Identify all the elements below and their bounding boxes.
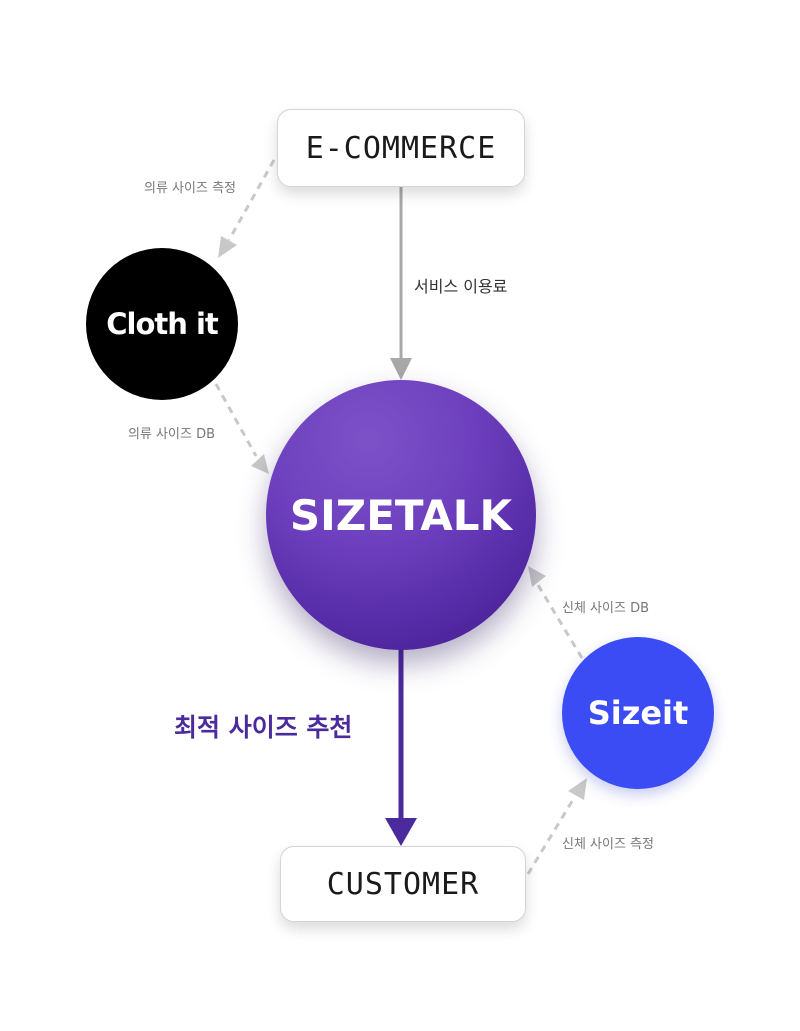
clothit-logo-text: Cloth it bbox=[106, 307, 219, 341]
sizetalk-label: SIZETALK bbox=[289, 490, 513, 540]
cloth-measure-arrow bbox=[218, 159, 276, 258]
ecommerce-node: E-COMMERCE bbox=[277, 109, 525, 187]
body-measure-arrow bbox=[526, 778, 587, 875]
ecommerce-label: E-COMMERCE bbox=[305, 130, 497, 166]
customer-label: CUSTOMER bbox=[326, 866, 480, 902]
cloth-db-arrow bbox=[214, 383, 269, 474]
sizeit-node: Sizeit bbox=[562, 637, 714, 789]
recommendation-label: 최적 사이즈 추천 bbox=[174, 713, 353, 742]
recommendation-arrow bbox=[385, 648, 417, 846]
sizetalk-node: SIZETALK bbox=[266, 380, 536, 650]
sizeit-logo-text: Sizeit bbox=[587, 694, 689, 732]
clothit-node: Cloth it bbox=[86, 248, 238, 400]
cloth-measure-label: 의류 사이즈 측정 bbox=[144, 181, 236, 196]
service-fee-arrow bbox=[390, 187, 412, 380]
service-fee-label: 서비스 이용료 bbox=[414, 277, 508, 296]
body-db-label: 신체 사이즈 DB bbox=[562, 601, 649, 616]
body-db-arrow bbox=[528, 566, 584, 659]
customer-node: CUSTOMER bbox=[280, 846, 526, 922]
cloth-db-label: 의류 사이즈 DB bbox=[128, 427, 215, 442]
body-measure-label: 신체 사이즈 측정 bbox=[562, 837, 654, 852]
